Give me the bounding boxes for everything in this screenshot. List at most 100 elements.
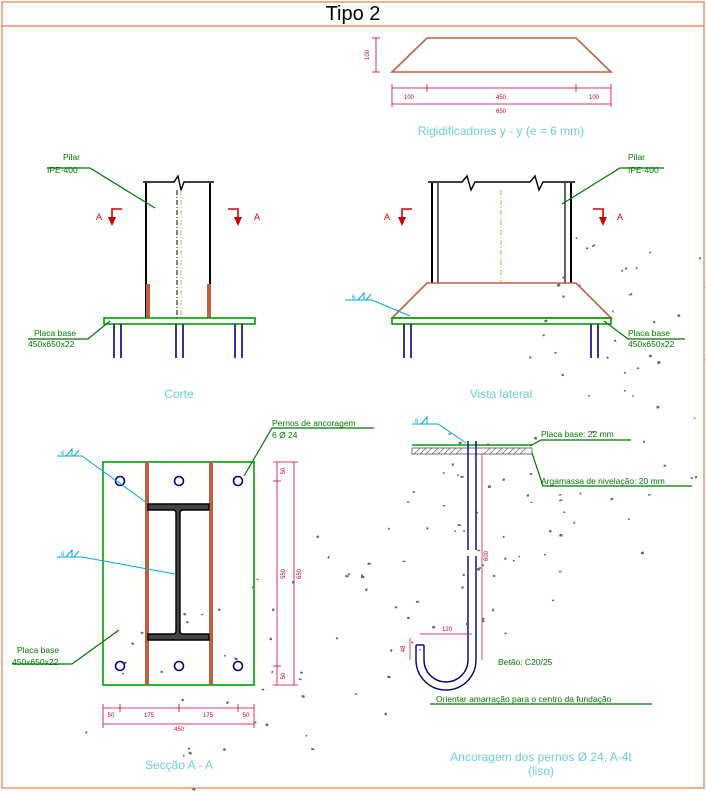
ancoragem-plate-label: Placa base: 22 mm bbox=[541, 429, 614, 439]
aggregate-speck bbox=[623, 371, 627, 374]
ancoragem-dim-hook: 120 bbox=[442, 627, 453, 633]
ancoragem-plate-leader bbox=[529, 439, 631, 447]
aggregate-speck bbox=[412, 491, 415, 494]
aggregate-speck bbox=[502, 478, 506, 481]
aggregate-speck bbox=[316, 535, 319, 539]
aggregate-speck bbox=[640, 551, 644, 555]
stiffener-caption: Rigidificadores y - y (e = 6 mm) bbox=[418, 124, 584, 138]
aggregate-speck bbox=[384, 712, 388, 716]
aggregate-speck bbox=[585, 247, 589, 250]
lateral-pilar-leader bbox=[561, 167, 664, 205]
aggregate-speck bbox=[394, 606, 398, 609]
seccao-dim-right-total: 650 bbox=[297, 568, 303, 579]
aggregate-speck bbox=[123, 661, 127, 665]
aggregate-speck bbox=[551, 599, 555, 602]
svg-text:6: 6 bbox=[61, 451, 65, 457]
aggregate-speck bbox=[481, 564, 484, 567]
aggregate-speck bbox=[354, 693, 358, 695]
aggregate-speck bbox=[181, 698, 185, 702]
aggregate-speck bbox=[620, 269, 624, 272]
aggregate-speck bbox=[534, 436, 538, 440]
aggregate-speck bbox=[269, 637, 273, 641]
aggregate-speck bbox=[492, 575, 496, 577]
ancoragem-mortar-leader bbox=[531, 452, 692, 487]
aggregate-speck bbox=[656, 360, 661, 365]
aggregate-speck bbox=[367, 562, 371, 566]
aggregate-speck bbox=[512, 559, 515, 562]
aggregate-speck bbox=[690, 477, 694, 480]
ancoragem-dim-length: 600 bbox=[484, 550, 490, 561]
lateral-caption: Vista lateral bbox=[470, 387, 532, 401]
corte-pilar-leader bbox=[47, 167, 156, 209]
lateral-weld-symbol: 6 bbox=[345, 291, 411, 317]
aggregate-speck bbox=[291, 580, 295, 584]
corte-section-mark-right: A bbox=[228, 208, 260, 226]
aggregate-speck bbox=[335, 637, 339, 640]
aggregate-speck bbox=[299, 671, 303, 674]
aggregate-speck bbox=[529, 472, 533, 476]
corte-caption: Corte bbox=[164, 387, 194, 401]
aggregate-speck bbox=[301, 694, 305, 698]
ancoragem-view: 600 120 48 8 Placa base: 22 mm Argamassa… bbox=[85, 237, 706, 791]
ancoragem-bolt-break bbox=[464, 550, 480, 556]
svg-text:6: 6 bbox=[61, 552, 65, 558]
stiffener-dim-middle: 450 bbox=[496, 95, 507, 101]
aggregate-speck bbox=[559, 499, 563, 502]
aggregate-speck bbox=[542, 334, 545, 337]
seccao-view: Pernos de ancoragem 6 Ø 24 Placa base 45… bbox=[12, 418, 374, 772]
aggregate-speck bbox=[217, 608, 221, 612]
aggregate-speck bbox=[518, 555, 520, 558]
corte-plate-label: Placa base bbox=[34, 328, 76, 338]
ancoragem-mortar-layer bbox=[411, 447, 533, 455]
aggregate-speck bbox=[643, 440, 646, 444]
aggregate-speck bbox=[443, 504, 446, 507]
aggregate-speck bbox=[261, 688, 265, 691]
aggregate-speck bbox=[677, 313, 681, 318]
aggregate-speck bbox=[556, 283, 561, 288]
aggregate-speck bbox=[85, 731, 88, 734]
aggregate-speck bbox=[402, 560, 406, 563]
aggregate-speck bbox=[225, 700, 229, 705]
aggregate-speck bbox=[648, 493, 652, 496]
svg-text:8: 8 bbox=[415, 419, 419, 425]
aggregate-speck bbox=[458, 441, 462, 445]
aggregate-speck bbox=[130, 642, 135, 646]
aggregate-speck bbox=[451, 463, 454, 466]
ancoragem-caption-line1: Ancoragem dos pernos Ø 24, A-4t bbox=[450, 750, 632, 764]
lateral-plate-size: 450x650x22 bbox=[628, 339, 675, 349]
seccao-stiffener-right bbox=[209, 462, 213, 685]
svg-text:6: 6 bbox=[352, 295, 356, 301]
aggregate-speck bbox=[530, 501, 533, 504]
corte-view: A A Pilar IPE-400 Placa base 450x650x22 … bbox=[28, 152, 260, 401]
ancoragem-concrete-aggregate bbox=[85, 237, 706, 791]
aggregate-speck bbox=[345, 574, 349, 578]
lateral-anchor-bolts bbox=[403, 324, 599, 358]
lateral-base-plate bbox=[391, 317, 612, 325]
stiffener-view: 100 100 450 100 650 Rigidificadores y - … bbox=[365, 37, 613, 138]
aggregate-speck bbox=[487, 485, 492, 489]
aggregate-speck bbox=[460, 475, 464, 478]
seccao-dim-right-top: 50 bbox=[281, 467, 287, 474]
aggregate-speck bbox=[656, 405, 660, 409]
aggregate-speck bbox=[200, 613, 204, 616]
aggregate-speck bbox=[544, 553, 546, 556]
seccao-dim-bottom-total: 450 bbox=[174, 727, 185, 733]
corte-pilar-profile: IPE-400 bbox=[47, 165, 78, 175]
ancoragem-caption-line2: (liso) bbox=[528, 764, 554, 778]
aggregate-speck bbox=[613, 339, 617, 343]
aggregate-speck bbox=[561, 373, 565, 377]
aggregate-speck bbox=[623, 389, 627, 392]
aggregate-speck bbox=[431, 625, 436, 629]
aggregate-speck bbox=[526, 494, 530, 497]
aggregate-speck bbox=[457, 524, 461, 527]
aggregate-speck bbox=[474, 455, 478, 458]
aggregate-speck bbox=[442, 472, 445, 474]
aggregate-speck bbox=[482, 617, 485, 621]
ancoragem-weld-symbol: 8 bbox=[412, 415, 467, 444]
aggregate-speck bbox=[559, 533, 563, 537]
aggregate-speck bbox=[271, 670, 274, 674]
stiffener-outline bbox=[390, 37, 613, 73]
seccao-ipe-profile bbox=[147, 503, 210, 641]
seccao-dim-right-bottom: 50 bbox=[281, 672, 287, 679]
